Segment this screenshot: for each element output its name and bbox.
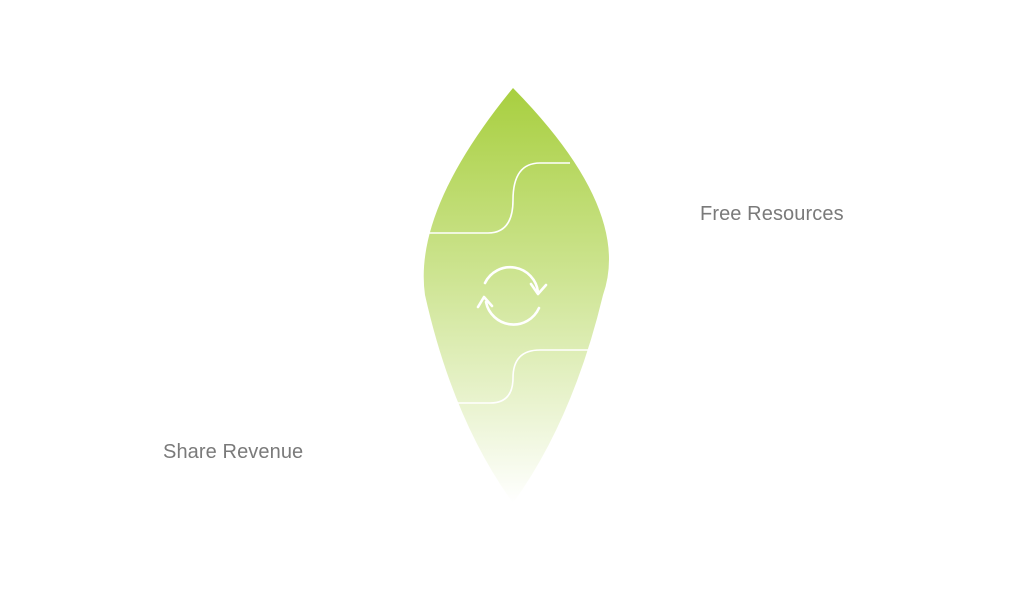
upper-divider	[426, 162, 570, 234]
free-resources-label: Free Resources	[700, 203, 844, 225]
refresh-cycle-icon	[476, 265, 548, 326]
share-revenue-label: Share Revenue	[163, 441, 304, 463]
leaf-shape	[423, 88, 609, 503]
lower-divider	[440, 349, 598, 404]
